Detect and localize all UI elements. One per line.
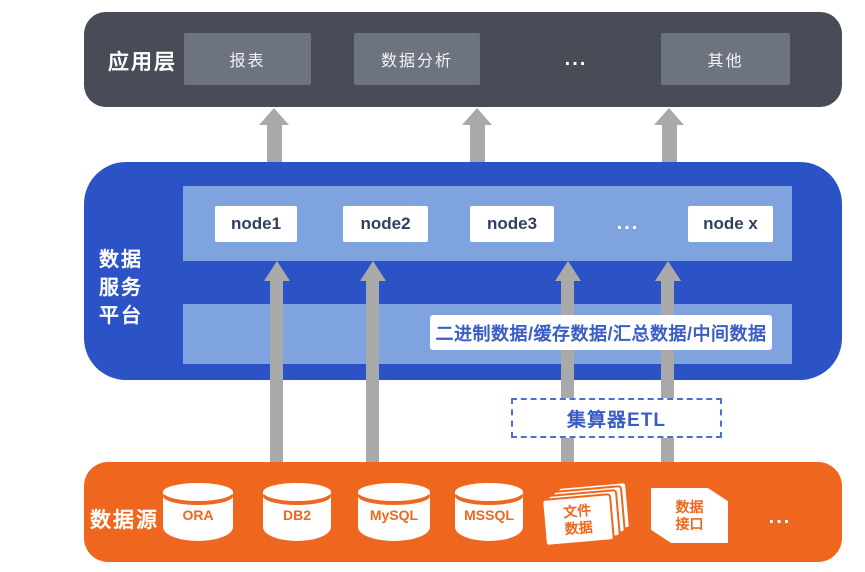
node-box-2: node2 [343,206,428,242]
app-item-data-analysis: 数据分析 [354,33,480,85]
data-service-platform-layer: 数据 服务 平台 node1 node2 node3 ... node x 二进… [84,162,842,380]
file-data-stack-icon: 文件 数据 [543,483,630,545]
arrow-head [359,261,386,281]
platform-layer-label: 数据 服务 平台 [90,246,152,330]
cylinder-top [163,483,233,501]
up-arrow-icon [263,261,290,462]
arrow-head [462,108,492,125]
data-storage-band: 二进制数据/缓存数据/汇总数据/中间数据 [183,304,792,364]
arrow-head [654,261,681,281]
app-items-ellipsis: ... [564,48,588,70]
arrow-head [259,108,289,125]
database-cylinder-icon-mysql: MySQL [358,483,430,541]
data-source-layer-label: 数据源 [90,509,159,532]
database-cylinder-icon-db2: DB2 [263,483,331,541]
arrow-shaft [366,281,379,462]
data-interface-icon: 数据 接口 [651,488,728,543]
interface-label-line2: 接口 [675,515,704,532]
interface-label-line1: 数据 [675,498,704,515]
platform-label-line1: 数据 [99,249,143,271]
arrow-head [554,261,581,281]
data-types-box: 二进制数据/缓存数据/汇总数据/中间数据 [430,315,772,350]
application-layer: 应用层 报表 数据分析 ... 其他 [84,12,842,107]
node-box-3: node3 [470,206,554,242]
node-box-x: node x [688,206,773,242]
up-arrow-icon [654,108,684,162]
database-label-mysql: MySQL [369,507,419,523]
source-ellipsis: ... [768,506,792,528]
database-cylinder-icon-mssql: MSSQL [455,483,523,541]
up-arrow-icon [462,108,492,162]
arrow-head [263,261,290,281]
up-arrow-icon [259,108,289,162]
arrow-shaft [469,125,485,162]
app-item-other: 其他 [661,33,790,85]
cylinder-top [263,483,331,501]
arrow-shaft [661,125,677,162]
application-layer-label: 应用层 [108,51,177,74]
file-item-label-line2: 数据 [564,518,594,538]
node-band: node1 node2 node3 ... node x [183,186,792,261]
database-label-ora: ORA [182,507,214,523]
platform-label-line2: 服务 [99,277,143,299]
database-cylinder-icon-ora: ORA [163,483,233,541]
database-label-mssql: MSSQL [464,507,514,523]
cylinder-top [455,483,523,501]
etl-box: 集算器ETL [511,398,722,438]
node-box-1: node1 [215,206,297,242]
database-label-db2: DB2 [282,507,311,523]
data-source-layer: 数据源 ORA DB2 MySQL MSSQL [84,462,842,562]
platform-label-line3: 平台 [99,305,143,327]
arrow-head [654,108,684,125]
arrow-shaft [266,125,282,162]
node-ellipsis: ... [616,212,640,234]
cylinder-top [358,483,430,501]
app-item-report: 报表 [184,33,311,85]
up-arrow-icon [359,261,386,462]
arrow-shaft [270,281,283,462]
file-sheet-front: 文件 数据 [543,495,613,545]
